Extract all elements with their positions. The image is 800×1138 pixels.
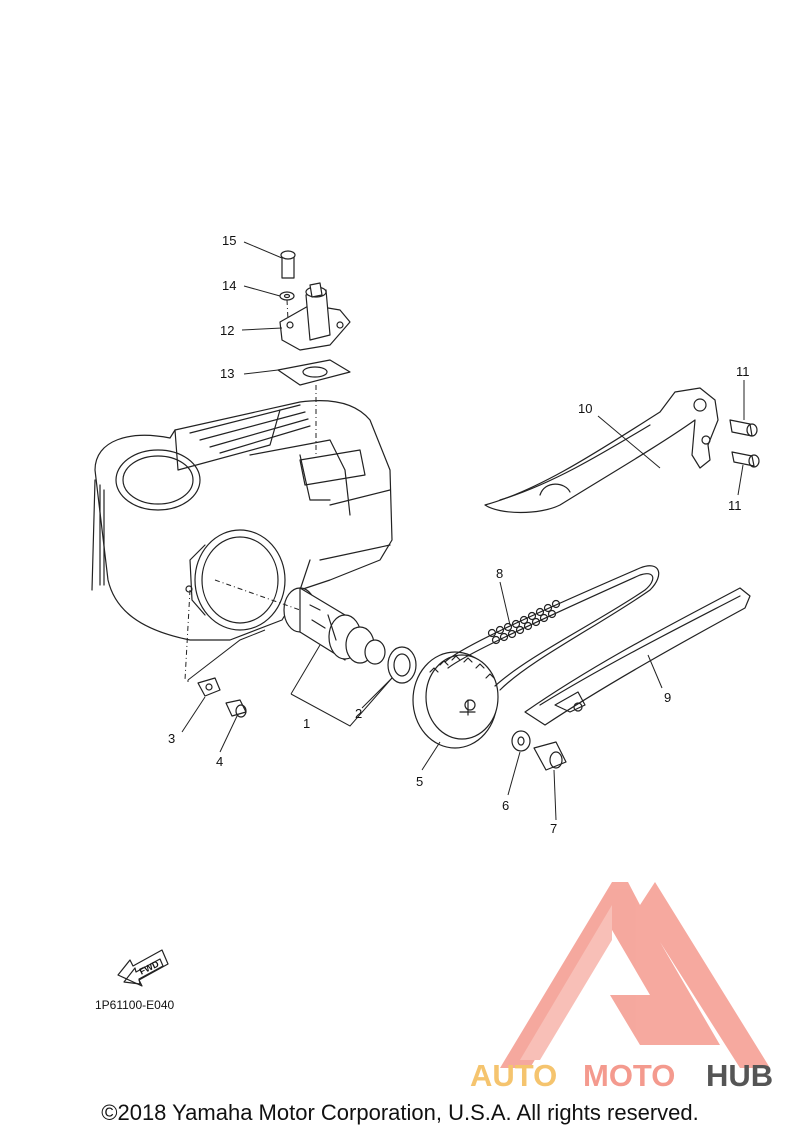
callout-14: 14 [222, 278, 236, 293]
callout-4: 4 [216, 754, 223, 769]
bearing-drawing [387, 646, 417, 684]
fwd-arrow-icon: FWD [117, 949, 169, 987]
chain-guide-drawing [524, 587, 751, 726]
watermark-text: AUTO MOTO HUB [470, 1058, 773, 1093]
callout-11-top: 11 [736, 364, 750, 379]
callout-9: 9 [664, 690, 671, 705]
callout-1: 1 [303, 716, 310, 731]
plate-bolt-drawing [197, 677, 247, 718]
callout-3: 3 [168, 731, 175, 746]
guide-bolts-drawing [729, 419, 760, 468]
callout-2: 2 [355, 706, 362, 721]
cam-sprocket-drawing [412, 651, 499, 749]
copyright-notice: ©2018 Yamaha Motor Corporation, U.S.A. A… [101, 1100, 699, 1125]
callout-7: 7 [550, 821, 557, 836]
watermark-part-b: MOTO [583, 1058, 675, 1093]
callout-labels: 15 14 12 13 10 11 11 8 9 3 4 1 2 5 6 7 [168, 233, 750, 836]
callout-6: 6 [502, 798, 509, 813]
callout-10: 10 [578, 401, 592, 416]
callout-13: 13 [220, 366, 234, 381]
diagram-code: 1P61100-E040 [95, 998, 175, 1012]
watermark-logo-icon [500, 882, 770, 1068]
watermark-part-a: AUTO [470, 1058, 557, 1093]
tensioner-assembly-drawing [277, 250, 351, 455]
callout-8: 8 [496, 566, 503, 581]
washer-bolt-drawing [511, 730, 567, 771]
leader-lines [181, 241, 745, 821]
callout-15: 15 [222, 233, 236, 248]
crankcase-drawing [91, 399, 393, 681]
tensioner-guide-drawing [484, 387, 719, 514]
camshaft-drawing [214, 579, 386, 665]
watermark-part-c: HUB [706, 1058, 773, 1093]
callout-12: 12 [220, 323, 234, 338]
callout-11-bottom: 11 [728, 498, 742, 513]
callout-5: 5 [416, 774, 423, 789]
cam-chain-drawing [444, 565, 660, 691]
